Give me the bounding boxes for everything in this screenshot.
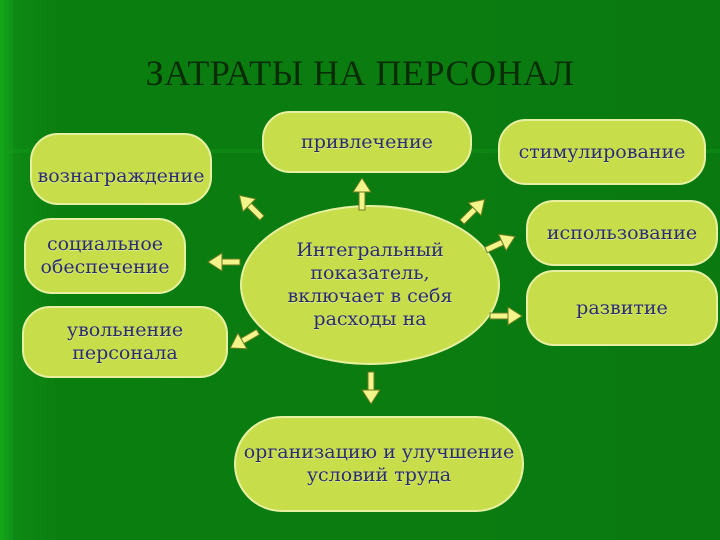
node-stimulirovanie: стимулирование: [498, 119, 706, 185]
node-ispolzovanie-label: использование: [546, 221, 698, 244]
node-socialnoe-label: социальное обеспечение: [40, 233, 170, 278]
node-ispolzovanie: использование: [526, 200, 718, 266]
node-razvitie: развитие: [526, 270, 718, 346]
node-organizaciya: организацию и улучшение условий труда: [234, 416, 524, 512]
node-socialnoe: социальное обеспечение: [24, 218, 186, 294]
node-center: Интегральный показатель, включает в себя…: [240, 205, 500, 365]
node-razvitie-label: развитие: [576, 296, 668, 319]
slide-title: ЗАТРАТЫ НА ПЕРСОНАЛ: [145, 53, 575, 93]
node-uvolnenie: увольнение персонала: [22, 306, 228, 378]
node-voznagrazhdenie: вознаграждение: [30, 133, 212, 205]
node-voznagrazhdenie-label: вознаграждение: [37, 164, 205, 187]
node-privlechenie-label: привлечение: [301, 131, 433, 153]
node-stimulirovanie-label: стимулирование: [518, 140, 686, 163]
node-privlechenie: привлечение: [262, 111, 472, 173]
node-uvolnenie-label: увольнение персонала: [66, 319, 184, 364]
node-organizaciya-label: организацию и улучшение условий труда: [243, 441, 515, 486]
node-center-label: Интегральный показатель, включает в себя…: [287, 239, 453, 330]
